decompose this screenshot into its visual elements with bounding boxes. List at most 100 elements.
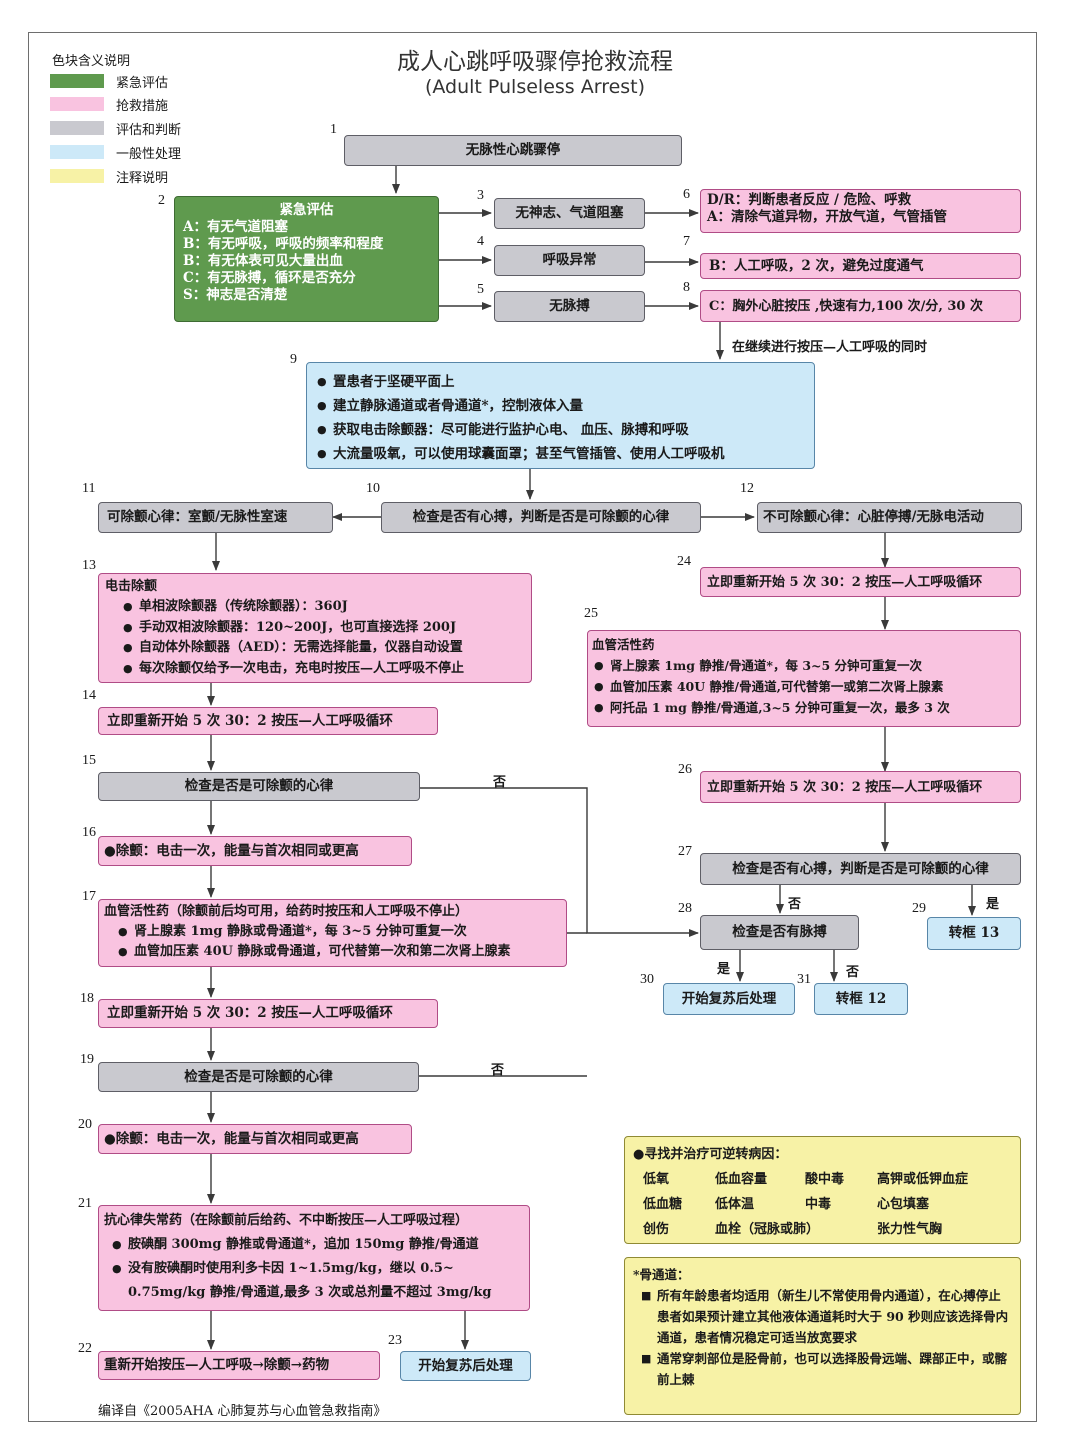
step-number: 25 [584, 606, 598, 621]
step-number: 11 [82, 481, 96, 496]
step-number: 3 [477, 188, 484, 203]
source-footer: 编译自《2005AHA 心肺复苏与心血管急救指南》 [98, 1404, 387, 1419]
node-post-resuscitation: 开始复苏后处理 [663, 983, 795, 1015]
step-number: 8 [683, 280, 690, 295]
step-number: 18 [80, 991, 94, 1006]
causes-grid: 低氧低血容量酸中毒高钾或低钾血症 低血糖低体温中毒心包填塞 创伤血栓（冠脉或肺）… [633, 1167, 1012, 1242]
legend-item-urgent: 紧急评估 [50, 73, 168, 91]
step-number: 17 [82, 889, 96, 904]
node-pulseless-arrest: 无脉性心跳骤停 [344, 135, 682, 166]
note-heading: *骨通道： [633, 1267, 690, 1282]
drug-item: 肾上腺素 1mg 静脉或骨通道*，每 3~5 分钟可重复一次 [118, 922, 561, 942]
node-vasoactive: 血管活性药（除颤前后均可用，给药时按压和人工呼吸不停止） 肾上腺素 1mg 静脉… [98, 899, 567, 967]
node-title: 电击除颤 [105, 579, 158, 594]
step-number: 15 [82, 753, 96, 768]
node-check-rhythm: 检查是否有心搏，判断是否是可除颤的心律 [700, 853, 1021, 885]
node-cpr-cycle: 立即重新开始 5 次 30：2 按压—人工呼吸循环 [700, 771, 1021, 803]
node-title: 抗心律失常药（在除颤前后给药、不中断按压—人工呼吸过程） [104, 1213, 469, 1228]
cause: 低体温 [715, 1197, 755, 1212]
node-line: A：清除气道异物，开放气道，气管插管 [707, 209, 947, 225]
figure-frame [28, 32, 1037, 1422]
node-breathing: B：人工呼吸，2 次，避免过度通气 [700, 253, 1021, 279]
node-airway-obstruction: 无神志、气道阻塞 [494, 198, 645, 229]
cause: 低血容量 [715, 1172, 768, 1187]
step-number: 27 [678, 844, 692, 859]
drug-item: 血管加压素 40U 静脉或骨通道，可代替第一次和第二次肾上腺素 [118, 942, 561, 962]
step-number: 28 [678, 901, 692, 916]
defib-item: 每次除颤仅给予一次电击，充电时按压—人工呼吸不停止 [123, 659, 525, 680]
step-number: 31 [797, 972, 811, 987]
legend-swatch-pink [50, 97, 104, 111]
step-number: 20 [78, 1117, 92, 1132]
step-number: 12 [740, 481, 754, 496]
node-general-care: 置患者于坚硬平面上 建立静脉通道或者骨通道*，控制液体入量 获取电击除颤器：尽可… [306, 362, 815, 469]
assess-line: B：有无呼吸，呼吸的频率和程度 [183, 236, 384, 252]
defib-item: 单相波除颤器（传统除颤器）：360J [123, 597, 525, 618]
step-number: 6 [683, 187, 690, 202]
node-vasoactive-nonshock: 血管活性药 肾上腺素 1mg 静推/骨通道*，每 3~5 分钟可重复一次 血管加… [587, 630, 1021, 727]
node-restart-cycle: 重新开始按压—人工呼吸→除颤→药物 [98, 1351, 380, 1380]
edge-label-no: 否 [493, 775, 507, 790]
cause: 高钾或低钾血症 [877, 1172, 969, 1187]
note-item: 所有年龄患者均适用（新生儿不常使用骨内通道），在心搏停止患者如果预计建立其他液体… [641, 1285, 1012, 1348]
legend-item-general: 一般性处理 [50, 144, 181, 162]
edge-label-yes: 是 [986, 897, 1000, 912]
step-number: 30 [640, 972, 654, 987]
assess-line: S：神志是否清楚 [183, 287, 288, 303]
node-defibrillation: 电击除颤 单相波除颤器（传统除颤器）：360J 手动双相波除颤器：120~200… [98, 573, 532, 683]
edge-label-no: 否 [846, 965, 860, 980]
node-urgent-assessment: 紧急评估 A：有无气道阻塞 B：有无呼吸，呼吸的频率和程度 B：有无体表可见大量… [174, 196, 439, 322]
node-cpr-cycle: 立即重新开始 5 次 30：2 按压—人工呼吸循环 [98, 999, 438, 1028]
drug-item: 阿托品 1 mg 静推/骨通道,3~5 分钟可重复一次，最多 3 次 [594, 697, 1016, 718]
node-goto-13: 转框 13 [927, 917, 1021, 950]
step-number: 23 [388, 1333, 402, 1348]
legend-swatch-blue [50, 145, 104, 159]
step-number: 24 [677, 554, 691, 569]
chart-subtitle: (Adult Pulseless Arrest) [424, 76, 646, 98]
cause: 酸中毒 [805, 1172, 845, 1187]
step-number: 13 [82, 558, 96, 573]
node-title: 紧急评估 [279, 202, 334, 218]
cause: 心包填塞 [877, 1197, 930, 1212]
node-title: 血管活性药（除颤前后均可用，给药时按压和人工呼吸不停止） [104, 904, 469, 919]
defib-item: 自动体外除颤器（AED）：无需选择能量，仪器自动设置 [123, 638, 525, 659]
node-dr-a: D/R：判断患者反应 / 危险、呼救 A：清除气道异物，开放气道，气管插管 [700, 189, 1021, 233]
legend-item-note: 注释说明 [50, 168, 168, 186]
continue-note: 在继续进行按压—人工呼吸的同时 [732, 340, 928, 355]
assess-line: C：有无脉搏，循环是否充分 [183, 270, 356, 286]
edge-label-no: 否 [788, 897, 802, 912]
assess-line: B：有无体表可见大量出血 [183, 253, 343, 269]
node-cpr-cycle: 立即重新开始 5 次 30：2 按压—人工呼吸循环 [700, 567, 1021, 597]
cause: 张力性气胸 [877, 1222, 943, 1237]
cause: 创伤 [643, 1222, 670, 1237]
step-number: 29 [912, 901, 926, 916]
drug-item: 肾上腺素 1mg 静推/骨通道*，每 3~5 分钟可重复一次 [594, 655, 1016, 676]
cause: 中毒 [805, 1197, 832, 1212]
node-check-rhythm: 检查是否有心搏，判断是否是可除颤的心律 [381, 502, 701, 533]
bone-access-note: *骨通道： 所有年龄患者均适用（新生儿不常使用骨内通道），在心搏停止患者如果预计… [624, 1257, 1021, 1415]
note-item: 通常穿刺部位是胫骨前，也可以选择股骨远端、踝部正中，或髂前上棘 [641, 1348, 1012, 1390]
care-item: 建立静脉通道或者骨通道*，控制液体入量 [317, 394, 804, 418]
step-number: 10 [366, 481, 380, 496]
edge-label-no: 否 [491, 1063, 505, 1078]
node-title: 血管活性药 [592, 637, 655, 652]
legend-heading: 色块含义说明 [52, 54, 131, 69]
step-number: 9 [290, 352, 297, 367]
node-check-pulse: 检查是否有脉搏 [700, 915, 859, 950]
node-shockable: 可除颤心律：室颤/无脉性室速 [98, 502, 333, 533]
drug-item-cont: 0.75mg/kg 静推/骨通道,最多 3 次或总剂量不超过 3mg/kg [128, 1285, 492, 1300]
step-number: 7 [683, 234, 690, 249]
step-number: 1 [330, 122, 337, 137]
node-cpr-cycle: 立即重新开始 5 次 30：2 按压—人工呼吸循环 [98, 707, 438, 735]
cause: 低氧 [643, 1172, 670, 1187]
node-check-shockable: 检查是否是可除颤的心律 [98, 772, 420, 801]
step-number: 26 [678, 762, 692, 777]
edge-label-yes: 是 [717, 962, 731, 977]
legend-item-rescue: 抢救措施 [50, 96, 168, 114]
node-no-pulse: 无脉搏 [494, 291, 645, 322]
legend-swatch-green [50, 74, 104, 88]
legend-swatch-yellow [50, 169, 104, 183]
note-heading: ●寻找并治疗可逆转病因： [633, 1147, 788, 1162]
node-goto-12: 转框 12 [814, 983, 908, 1015]
